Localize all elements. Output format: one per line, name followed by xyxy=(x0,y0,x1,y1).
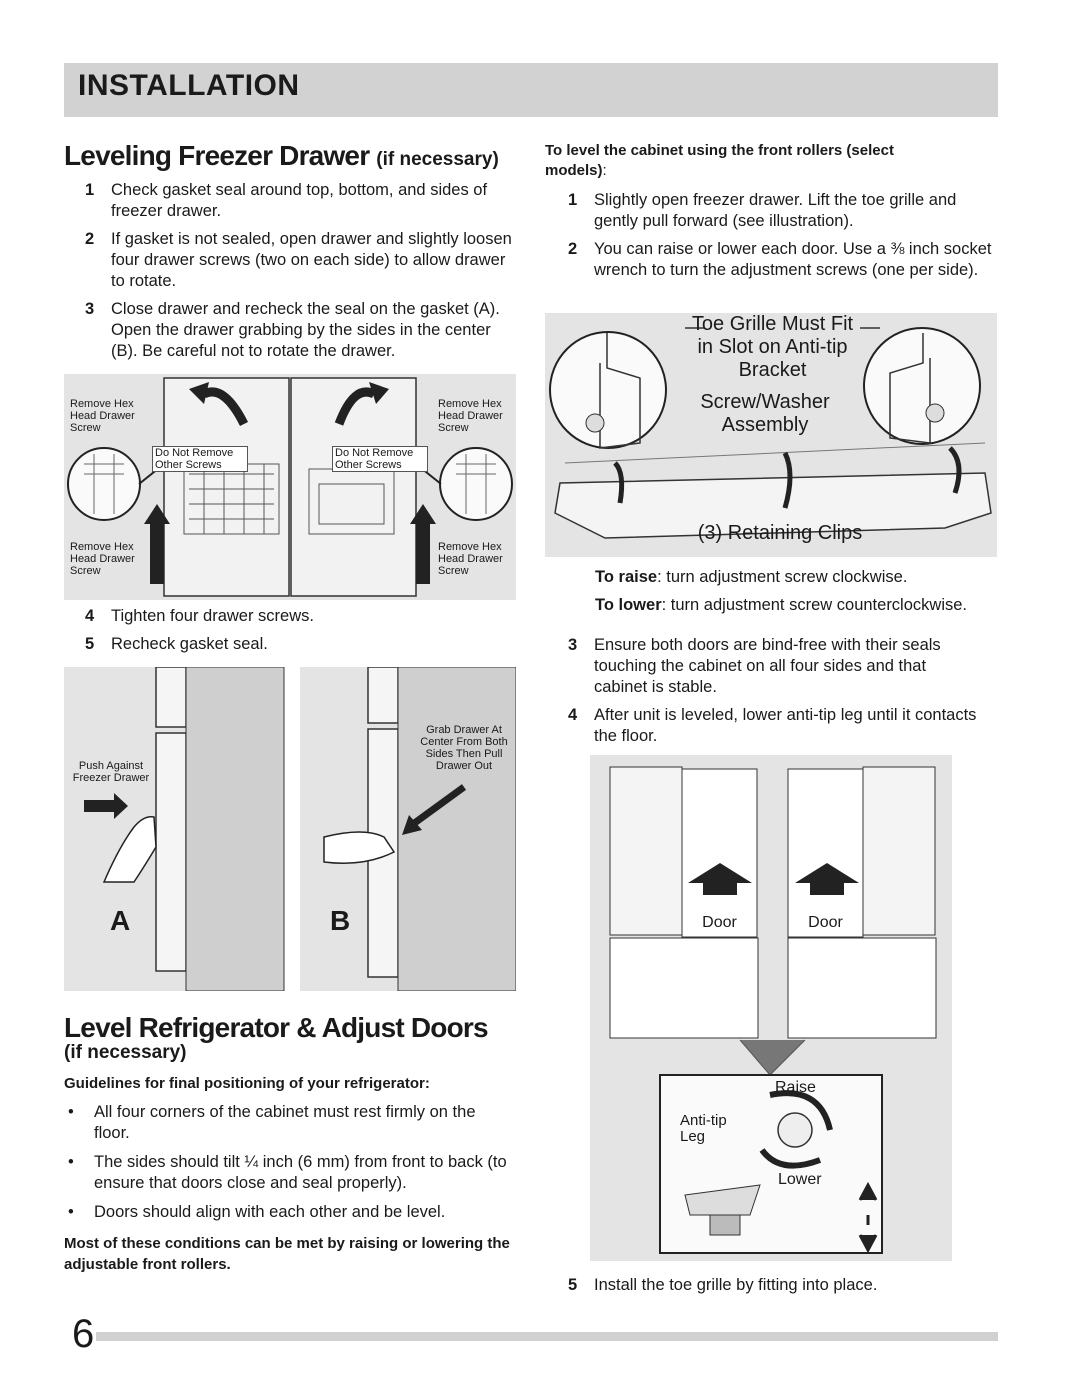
level-fridge-heading: Level Refrigerator & Adjust Doors (if ne… xyxy=(64,1012,534,1064)
level-fridge-title: Level Refrigerator & Adjust Doors xyxy=(64,1012,489,1043)
label-bottom-right: Remove Hex Head Drawer Screw xyxy=(438,541,503,577)
label-screw-washer: Screw/Washer Assembly xyxy=(700,391,830,436)
label-push-against: Push Against Freezer Drawer xyxy=(72,760,150,784)
section-banner: INSTALLATION xyxy=(64,63,998,117)
label-door-right: Door xyxy=(808,914,843,931)
level-fridge-subtitle: (if necessary) xyxy=(64,1042,187,1063)
label-do-not-remove-right: Do Not Remove Other Screws xyxy=(332,446,428,472)
guidelines-list: All four corners of the cabinet must res… xyxy=(64,1102,514,1231)
toe-grille-illustration xyxy=(549,327,992,539)
leveling-title: Leveling Freezer Drawer (if necessary) xyxy=(64,140,534,172)
section-title: INSTALLATION xyxy=(78,69,300,102)
adjust-rollers-note: Most of these conditions can be met by r… xyxy=(64,1235,510,1273)
label-do-not-remove-left: Do Not Remove Other Screws xyxy=(152,446,248,472)
toe-grille-figure: Toe Grille Must Fit in Slot on Anti-tip … xyxy=(545,313,997,557)
label-anti-tip-leg: Anti-tip Leg xyxy=(680,1112,727,1145)
door-adjust-illustration xyxy=(609,766,937,1254)
raise-instruction: To raise: turn adjustment screw clockwis… xyxy=(595,568,908,586)
figure-letter-a: A xyxy=(110,905,131,936)
drawer-screw-figure: Remove Hex Head Drawer Screw Remove Hex … xyxy=(64,374,516,600)
guideline-item: The sides should tilt ¼ inch (6 mm) from… xyxy=(64,1152,514,1194)
label-bottom-left: Remove Hex Head Drawer Screw xyxy=(70,541,135,577)
label-raise: Raise xyxy=(775,1079,816,1096)
label-lower: Lower xyxy=(778,1171,822,1188)
footer-bar xyxy=(96,1332,998,1341)
drawer-ab-figure: Push Against Freezer Drawer Grab Drawer … xyxy=(64,667,516,991)
guideline-item: Doors should align with each other and b… xyxy=(64,1202,514,1223)
label-retaining-clips: (3) Retaining Clips xyxy=(697,522,863,544)
door-illustration xyxy=(84,667,516,991)
label-grab-drawer: Grab Drawer At Center From Both Sides Th… xyxy=(420,724,508,772)
page-number: 6 xyxy=(72,1312,95,1356)
label-toe-grille: Toe Grille Must Fit in Slot on Anti-tip … xyxy=(691,313,854,381)
drawer-illustration xyxy=(67,377,513,597)
guidelines-heading: Guidelines for final positioning of your… xyxy=(64,1075,430,1092)
leveling-title-suffix: (if necessary) xyxy=(376,149,499,170)
lower-instruction: To lower: turn adjustment screw counterc… xyxy=(595,596,967,614)
label-top-right: Remove Hex Head Drawer Screw xyxy=(438,398,503,434)
label-door-left: Door xyxy=(702,914,737,931)
figure-letter-b: B xyxy=(330,905,351,936)
leveling-title-text: Leveling Freezer Drawer xyxy=(64,140,370,171)
label-top-left: Remove Hex Head Drawer Screw xyxy=(70,398,135,434)
guideline-item: All four corners of the cabinet must res… xyxy=(64,1102,514,1144)
rollers-heading: To level the cabinet using the front rol… xyxy=(545,142,894,179)
door-adjust-figure: Door Door Raise Anti-tip Leg Lower xyxy=(590,755,952,1261)
